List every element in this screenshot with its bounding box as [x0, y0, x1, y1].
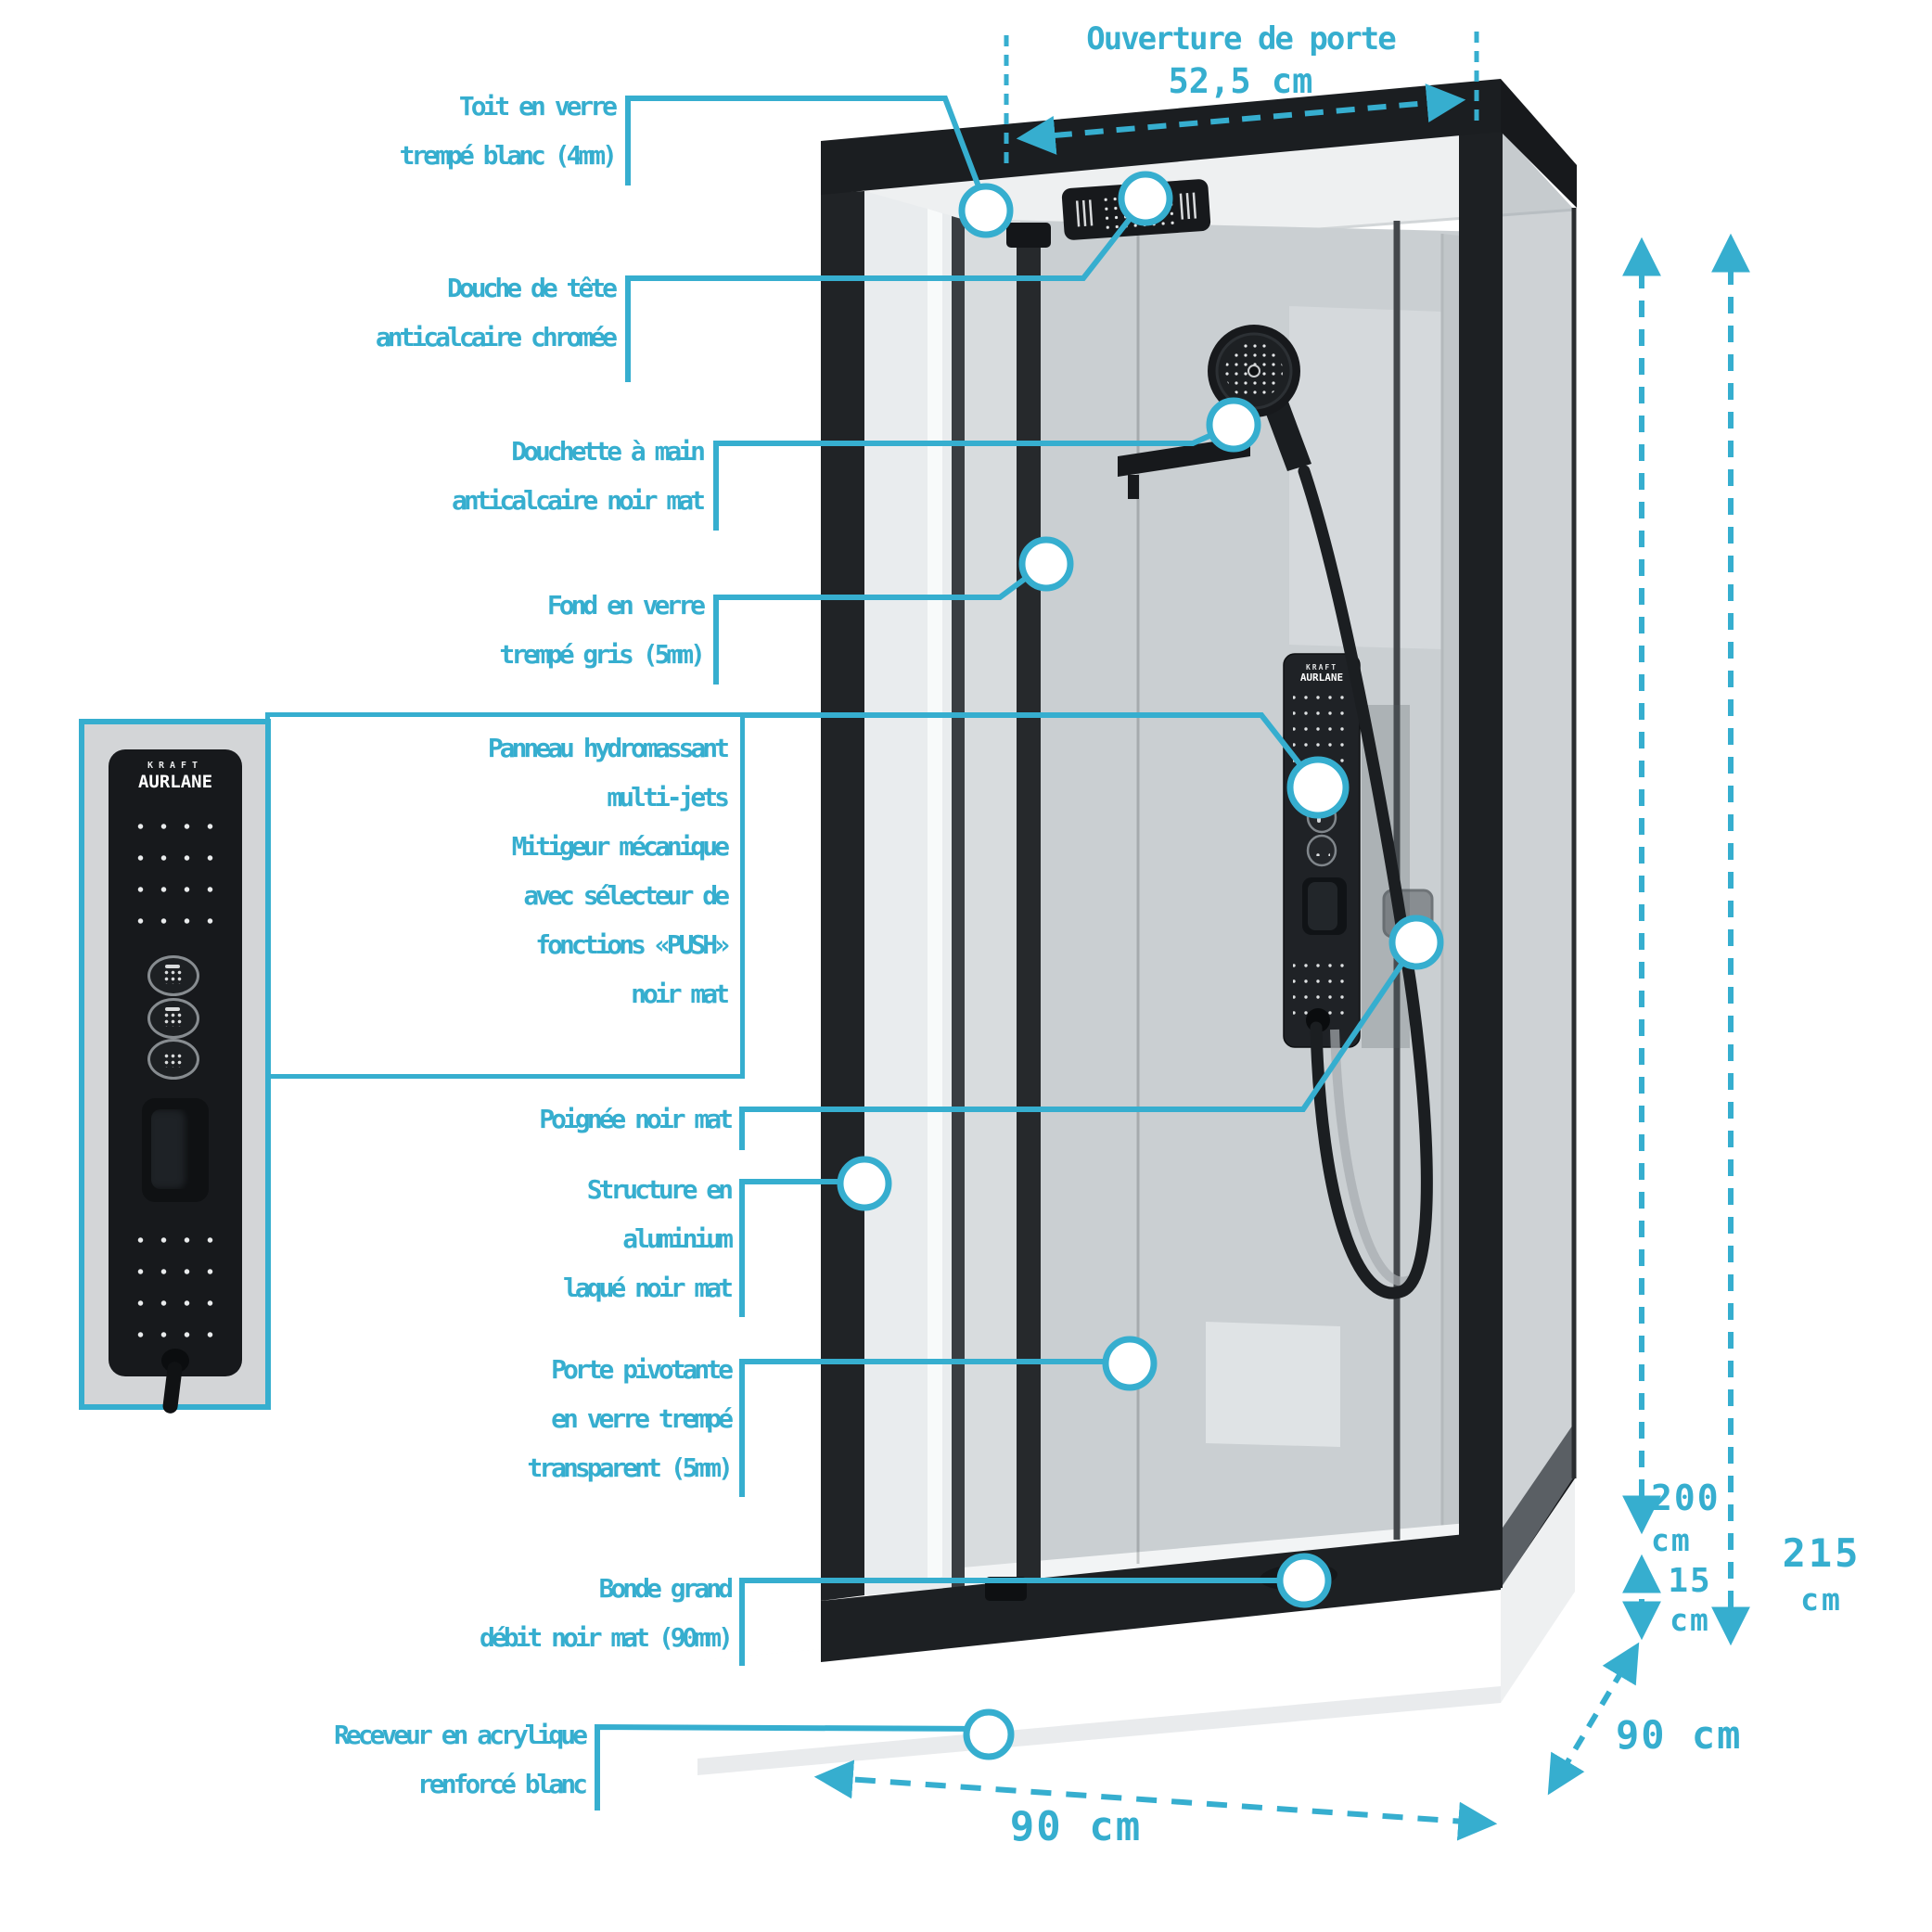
width-dimension: 90 cm: [1009, 1803, 1143, 1850]
inset-brand: AURLANE: [137, 772, 213, 792]
hose-shadow: [1330, 1029, 1412, 1286]
depth-dimension: 90 cm: [1616, 1712, 1743, 1758]
marker-bonde: [1276, 1553, 1332, 1608]
shower-hose: [1298, 465, 1433, 1299]
marker-toit: [958, 183, 1014, 238]
hand-shower: [1208, 325, 1311, 471]
door-pivot-top: [1006, 223, 1051, 248]
inset-jets-bottom: [129, 1224, 222, 1347]
dimension-width: [813, 1759, 1498, 1841]
top-right-beam: [1501, 79, 1577, 208]
control-panel-inset: KRAFT AURLANE: [79, 719, 271, 1410]
label-douchette: Douchette à main anticalcaire noir mat: [451, 436, 706, 516]
back-wall: [963, 219, 1489, 1588]
inset-panel: KRAFT AURLANE: [109, 749, 242, 1376]
jets-icon: [163, 1053, 184, 1068]
marker-receveur: [963, 1708, 1015, 1760]
rainhead-icon: [163, 965, 184, 984]
left-glass-panel: [864, 191, 965, 1595]
label-receveur: Receveur en acrylique renforcé blanc: [333, 1720, 588, 1799]
marker-douchette: [1206, 397, 1261, 453]
right-glass-panel: [1503, 132, 1574, 1586]
label-douche-de-tete: Douche de tête anticalcaire chromée: [375, 273, 618, 352]
dimension-lines: [813, 32, 1750, 1841]
inset-button-rainhead: [147, 955, 199, 996]
callout-lines: [595, 96, 1415, 1810]
inset-jets-top: [129, 811, 222, 950]
label-fond: Fond en verre trempé gris (5mm): [499, 590, 706, 670]
inset-brand-top: KRAFT: [147, 761, 204, 771]
tray-height-dimension: 15 cm: [1668, 1562, 1712, 1638]
inset-button-handshower: [147, 998, 199, 1039]
dimension-door-opening: [1004, 32, 1479, 163]
total-height-dimension: 215 cm: [1782, 1530, 1862, 1618]
cabin: KRAFT AURLANE: [697, 79, 1577, 1775]
label-panneau: Panneau hydromassant multi-jets Mitigeur…: [487, 733, 730, 1009]
label-porte: Porte pivotante en verre trempé transpar…: [527, 1354, 734, 1483]
label-poignee: Poignée noir mat: [539, 1104, 734, 1134]
front-left-post: [821, 191, 864, 1601]
inset-mixer-knob: [142, 1098, 209, 1202]
panel-brand-top: KRAFT: [1306, 663, 1337, 672]
door-opening-dimension: Ouverture de porte 52,5 cm: [1086, 20, 1396, 101]
inset-button-jets: [147, 1039, 199, 1080]
marker-poignee: [1388, 915, 1444, 970]
bottom-front-rail: [821, 1530, 1501, 1662]
dimension-depth: [1547, 1642, 1640, 1796]
label-bonde: Bonde grand débit noir mat (90mm): [479, 1573, 734, 1653]
label-structure: Structure en aluminium laqué noir mat: [562, 1174, 734, 1303]
callout-markers: [837, 171, 1444, 1760]
panel-brand: AURLANE: [1300, 672, 1343, 684]
panel-jets-bottom: [1293, 959, 1350, 1015]
handshower-icon: [163, 1007, 184, 1027]
label-toit: Toit en verre trempé blanc (4mm): [399, 91, 618, 171]
marker-douche-tete: [1118, 171, 1173, 226]
inner-height-dimension: 200 cm: [1651, 1478, 1721, 1558]
front-right-post: [1459, 125, 1503, 1592]
marker-structure: [837, 1156, 892, 1211]
marker-fond: [1018, 536, 1074, 592]
control-panel: KRAFT AURLANE: [1283, 653, 1361, 1048]
marker-porte: [1102, 1336, 1158, 1391]
marker-panneau: [1286, 756, 1350, 819]
